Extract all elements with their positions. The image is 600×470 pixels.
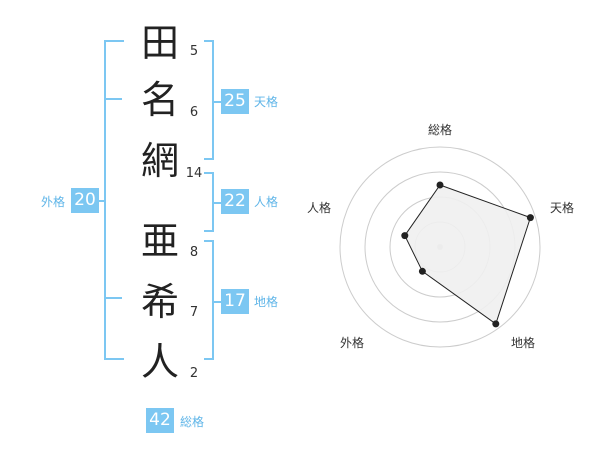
radar-point-4 <box>418 267 426 275</box>
soukaku-value-badge: 42 <box>146 408 174 433</box>
gaikaku-bracket-tick <box>104 297 122 299</box>
radar-polygon <box>404 184 532 325</box>
radar-point-5 <box>401 232 409 240</box>
jinkaku-label: 人格 <box>254 195 279 209</box>
gaikaku-label: 外格 <box>41 195 66 209</box>
name-character-3: 網 <box>140 139 179 183</box>
radar-point-3 <box>492 320 500 328</box>
gaikaku-bracket-tick <box>104 98 122 100</box>
jinkaku-connector <box>212 202 222 204</box>
stroke-count-1: 5 <box>189 44 199 59</box>
jinkaku-value-badge: 22 <box>221 189 249 214</box>
name-character-4: 亜 <box>140 219 179 263</box>
radar-label-chikaku: 地格 <box>511 335 535 350</box>
radar-label-gaikaku: 外格 <box>340 335 364 350</box>
stroke-count-5: 7 <box>189 305 199 320</box>
radar-grid-ring <box>339 146 541 348</box>
name-character-1: 田 <box>140 21 179 65</box>
tenkaku-label: 天格 <box>254 95 279 109</box>
name-character-5: 希 <box>140 280 179 324</box>
stroke-count-6: 2 <box>189 366 199 381</box>
soukaku-label: 総格 <box>180 415 205 429</box>
chikaku-bracket <box>204 240 214 360</box>
radar-points <box>401 181 534 328</box>
tenkaku-connector <box>212 101 222 103</box>
radar-label-soukaku: 総格 <box>428 122 452 137</box>
chikaku-connector <box>212 301 222 303</box>
gaikaku-connector <box>98 200 106 202</box>
radar-point-1 <box>436 181 444 189</box>
stroke-count-3: 14 <box>185 166 203 181</box>
tenkaku-bracket <box>204 40 214 160</box>
radar-point-2 <box>526 214 534 222</box>
radar-label-tenkaku: 天格 <box>550 200 574 215</box>
chikaku-value-badge: 17 <box>221 289 249 314</box>
radar-chart: 総格 天格 地格 外格 人格 <box>307 122 574 350</box>
gaikaku-bracket <box>104 40 124 360</box>
name-character-2: 名 <box>140 78 179 122</box>
chikaku-label: 地格 <box>254 295 279 309</box>
stroke-count-4: 8 <box>189 245 199 260</box>
tenkaku-value-badge: 25 <box>221 89 249 114</box>
name-character-6: 人 <box>140 340 179 384</box>
radar-label-jinkaku: 人格 <box>307 200 331 215</box>
stroke-count-2: 6 <box>189 105 199 120</box>
gaikaku-value-badge: 20 <box>71 188 99 213</box>
